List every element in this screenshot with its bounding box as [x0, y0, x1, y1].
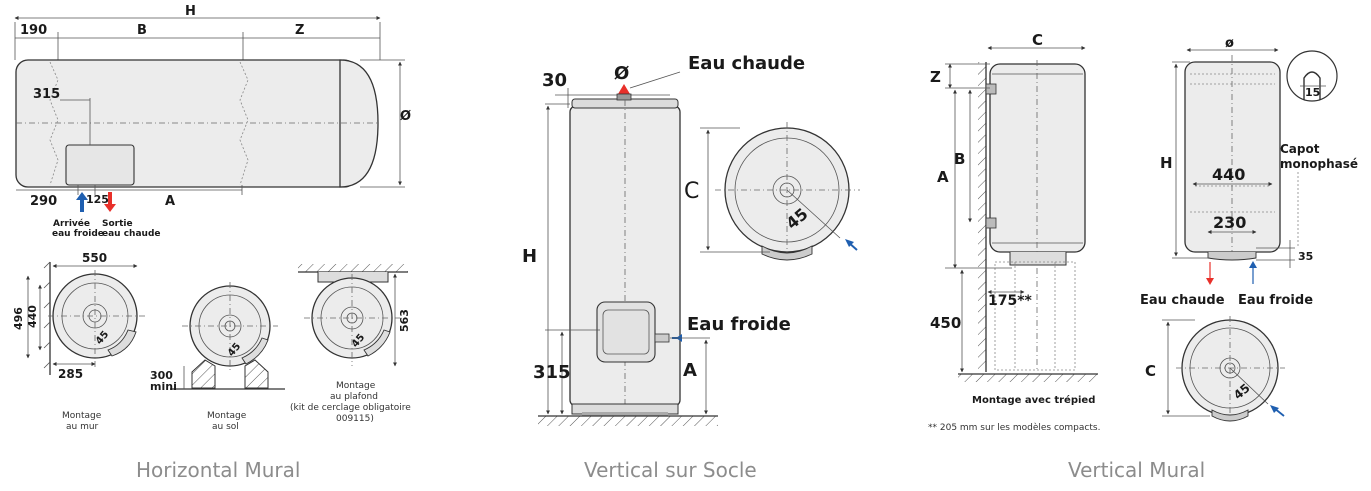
floor-caption-1: Montage [207, 411, 247, 421]
hot-label-1: Sortie [102, 219, 133, 229]
dim-30: 30 [542, 70, 567, 91]
dim-285: 285 [58, 367, 83, 381]
dim-a-vmural: A [937, 168, 949, 186]
vertical-socle-section: 30 Ø Eau chaude Eau froide A H 315 [522, 53, 860, 482]
caption-horizontal-mural: Horizontal Mural [136, 458, 300, 482]
dim-diameter-vmural: ø [1225, 36, 1234, 51]
label-eau-froide-vmural: Eau froide [1238, 293, 1313, 308]
compact-note: ** 205 mm sur les modèles compacts. [928, 422, 1100, 433]
dim-440: 440 [26, 305, 39, 328]
caption-vertical-socle: Vertical sur Socle [584, 458, 757, 482]
dim-c2-vmural: C [1145, 362, 1156, 380]
dim-190: 190 [20, 23, 47, 38]
capot-label-2: monophasé [1280, 157, 1358, 171]
ceiling-caption-1: Montage [336, 381, 376, 391]
cold-water-arrow [76, 192, 88, 212]
element-box [65, 144, 135, 186]
vertical-mural-section: C Z A B 450 175** Montage avec trépied *… [928, 31, 1358, 482]
cold-label-2: eau froide [52, 229, 104, 239]
dim-563: 563 [398, 309, 411, 332]
dim-b-vmural: B [954, 150, 965, 168]
dim-15: 15 [1305, 86, 1320, 99]
label-eau-chaude-socle: Eau chaude [688, 53, 805, 74]
dim-290: 290 [30, 194, 57, 209]
hot-outlet-arrow-vmural [1206, 278, 1214, 285]
dim-h-socle: H [522, 246, 537, 267]
control-panel [596, 301, 656, 363]
hot-water-arrow [104, 192, 116, 212]
ceiling-mount-view: 563 45 Montage au plafond (kit de cercla… [290, 264, 411, 424]
dim-h-vmural: H [1160, 154, 1173, 172]
caption-vertical-mural: Vertical Mural [1068, 458, 1205, 482]
dim-175: 175** [988, 293, 1033, 309]
dim-diameter-socle: Ø [614, 63, 629, 84]
dim-35: 35 [1298, 250, 1313, 263]
dim-c-socle: C [684, 179, 699, 204]
cold-label-1: Arrivée [53, 218, 90, 229]
detail-circle [1286, 50, 1338, 102]
dim-z: Z [295, 23, 304, 38]
dim-440-vmural: 440 [1212, 165, 1245, 184]
dim-496: 496 [12, 307, 25, 330]
dim-450: 450 [930, 314, 961, 332]
dim-315-socle: 315 [533, 362, 571, 383]
dim-b: B [137, 23, 147, 38]
ceiling-caption-3: (kit de cerclage obligatoire [290, 403, 411, 413]
wall-caption-1: Montage [62, 411, 102, 421]
wall-caption-2: au mur [66, 422, 99, 432]
dim-300: 300 [150, 369, 173, 382]
horizontal-tank-end [339, 59, 379, 188]
dim-315: 315 [33, 87, 60, 102]
tripod-caption: Montage avec trépied [972, 394, 1095, 406]
vmural-bottom-view: C 45 [1145, 316, 1285, 422]
vertical-mural-tank [989, 63, 1086, 253]
dim-230: 230 [1213, 213, 1246, 232]
socle-top-view: C 45 [684, 122, 860, 261]
label-eau-chaude-vmural: Eau chaude [1140, 293, 1225, 308]
capot-label-1: Capot [1280, 142, 1320, 156]
dim-125: 125 [86, 193, 109, 206]
dim-a: A [165, 194, 175, 209]
dim-c-vmural: C [1032, 31, 1043, 49]
dim-h: H [185, 4, 196, 19]
floor-caption-2: au sol [212, 422, 239, 432]
ceiling-caption-4: 009115) [336, 414, 374, 424]
label-eau-froide-socle: Eau froide [687, 314, 791, 335]
wall-mount-view: 550 496 440 285 45 Montage au mur [12, 251, 145, 432]
cold-inlet-arrow-vmural [1249, 261, 1257, 268]
horizontal-mural-section: H 190 B Z 315 Ø 290 125 A [12, 4, 411, 482]
dim-a-socle: A [683, 360, 697, 381]
floor-mount-view: 300 mini 45 Montage au sol [150, 282, 285, 432]
ceiling-caption-2: au plafond [330, 392, 378, 402]
dim-diameter: Ø [400, 109, 411, 124]
hot-label-2: eau chaude [102, 229, 161, 239]
hot-outlet-arrow [618, 84, 630, 94]
dim-550: 550 [82, 251, 107, 265]
dim-z-vmural: Z [930, 68, 941, 86]
dim-mini: mini [150, 380, 177, 393]
